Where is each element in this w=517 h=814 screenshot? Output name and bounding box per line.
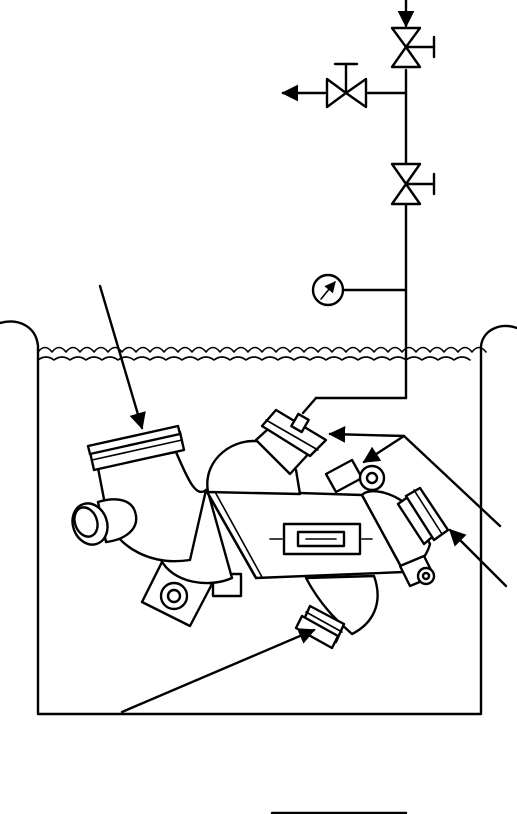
leader-upper-left-port bbox=[98, 284, 146, 430]
piping-system bbox=[281, 0, 436, 415]
right-port bbox=[396, 486, 450, 546]
upper-test-port bbox=[254, 408, 328, 476]
water-surface bbox=[37, 346, 487, 353]
pressure-gauge-icon bbox=[311, 273, 345, 307]
tank-walls bbox=[0, 320, 517, 716]
test-tank bbox=[0, 320, 517, 716]
upper-right-lug bbox=[324, 458, 386, 494]
isolation-valve bbox=[390, 162, 436, 206]
bottom-port bbox=[294, 604, 346, 650]
lower-bulb bbox=[304, 574, 379, 636]
vent-valve bbox=[325, 62, 368, 109]
leader-bottom-port bbox=[120, 628, 316, 714]
leader-upper-lug bbox=[362, 434, 406, 464]
supply-pipe-elbow bbox=[301, 396, 318, 415]
callout-leaders bbox=[98, 284, 508, 714]
valve-body-assembly bbox=[71, 408, 450, 650]
lower-right-lug bbox=[398, 554, 436, 588]
inlet-valve bbox=[390, 26, 436, 69]
leader-right-port bbox=[448, 528, 508, 588]
water-ripples bbox=[37, 356, 471, 361]
leader-upper-port bbox=[328, 426, 406, 443]
leader-right-main bbox=[402, 434, 502, 528]
side-outlet-stub bbox=[71, 498, 138, 546]
name-plate bbox=[269, 522, 373, 556]
